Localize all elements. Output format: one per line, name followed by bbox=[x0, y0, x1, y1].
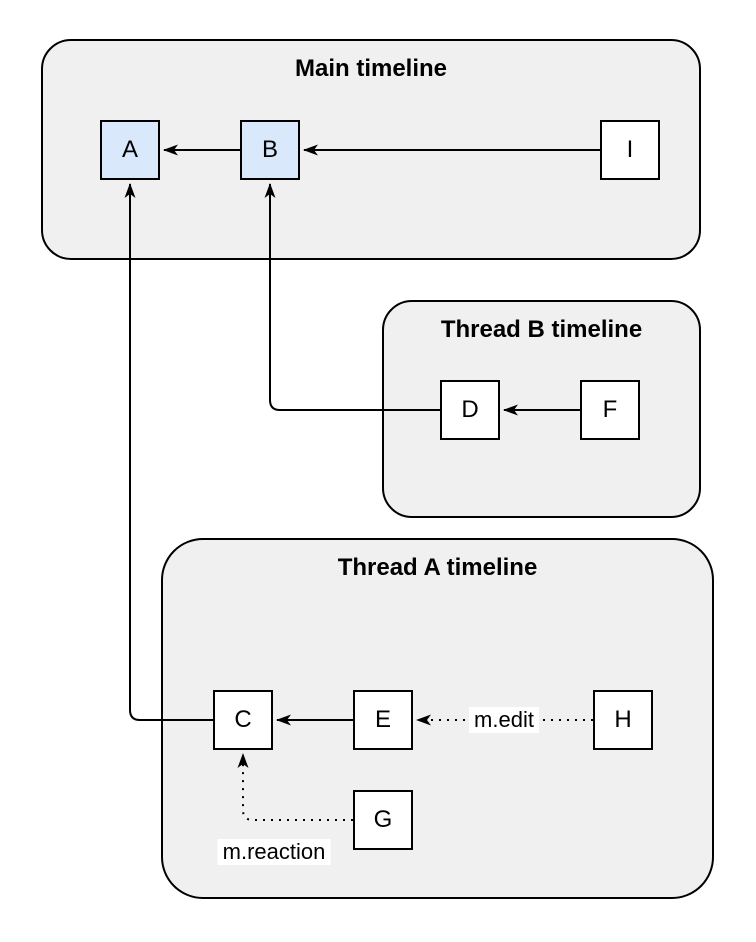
event-node-i: I bbox=[600, 120, 660, 180]
event-node-b: B bbox=[240, 120, 300, 180]
thread-b-timeline-title: Thread B timeline bbox=[440, 316, 643, 343]
main-timeline-title: Main timeline bbox=[294, 55, 448, 82]
edge-label-m-edit: m.edit bbox=[469, 707, 539, 733]
event-node-f: F bbox=[580, 380, 640, 440]
event-node-c: C bbox=[213, 690, 273, 750]
thread-a-timeline-title: Thread A timeline bbox=[337, 554, 538, 581]
event-node-h: H bbox=[593, 690, 653, 750]
event-node-e: E bbox=[353, 690, 413, 750]
edge-label-m-reaction: m.reaction bbox=[217, 839, 331, 865]
event-node-a: A bbox=[100, 120, 160, 180]
event-node-g: G bbox=[353, 790, 413, 850]
event-node-d: D bbox=[440, 380, 500, 440]
thread-b-timeline-container: Thread B timeline bbox=[382, 300, 701, 518]
